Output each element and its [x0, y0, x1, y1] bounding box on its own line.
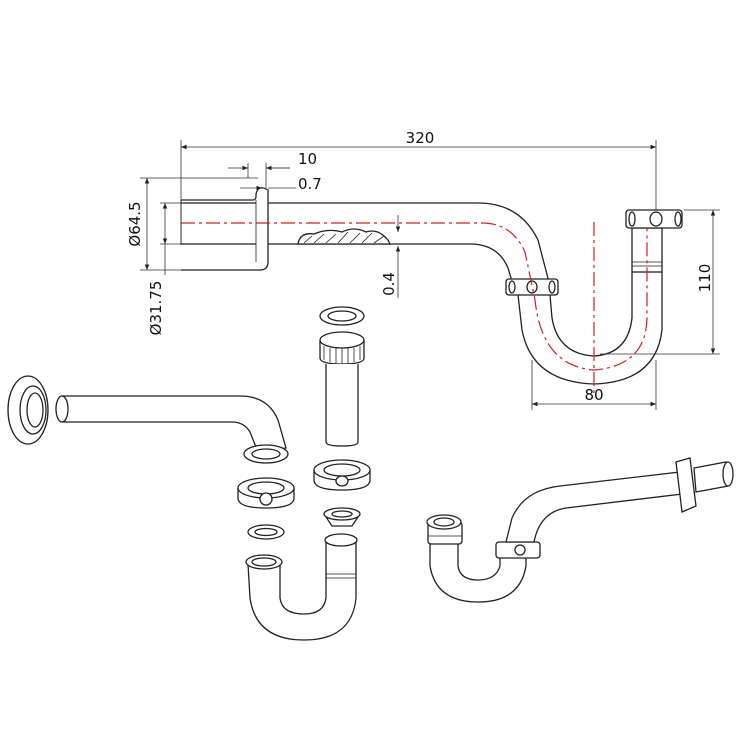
drain-tail-pipe	[325, 364, 359, 447]
assembled-nut	[495, 541, 541, 559]
height-label: 110	[696, 264, 714, 293]
tube-diameter-label: Ø31.75	[147, 281, 165, 336]
wall-rosette	[7, 375, 49, 445]
length-label: 320	[406, 129, 435, 147]
elbow-inner	[469, 243, 515, 289]
width-label: 80	[584, 386, 603, 404]
wall-thickness-label: 0.7	[298, 175, 322, 193]
assembled-rosette	[675, 457, 697, 513]
dimensioned-trap-drawing: 320 Ø64.5 Ø31.75 10 0.7	[126, 129, 720, 410]
flange-diameter-label: Ø64.5	[126, 201, 144, 246]
riser-nut	[625, 209, 683, 229]
slip-nut-right	[313, 459, 371, 491]
wall-pipe	[57, 395, 287, 453]
gap-label: 0.4	[380, 272, 398, 296]
flange-body	[181, 187, 269, 271]
assembled-trap	[426, 457, 734, 603]
trap-inner	[549, 272, 633, 357]
slip-nut-left	[237, 477, 295, 509]
exploded-view	[7, 306, 734, 641]
drain-nut	[319, 331, 365, 365]
offset-label: 10	[298, 150, 317, 168]
elbow-outer	[477, 202, 551, 287]
trap-centerline	[481, 222, 648, 371]
elbow-nut	[505, 278, 559, 296]
